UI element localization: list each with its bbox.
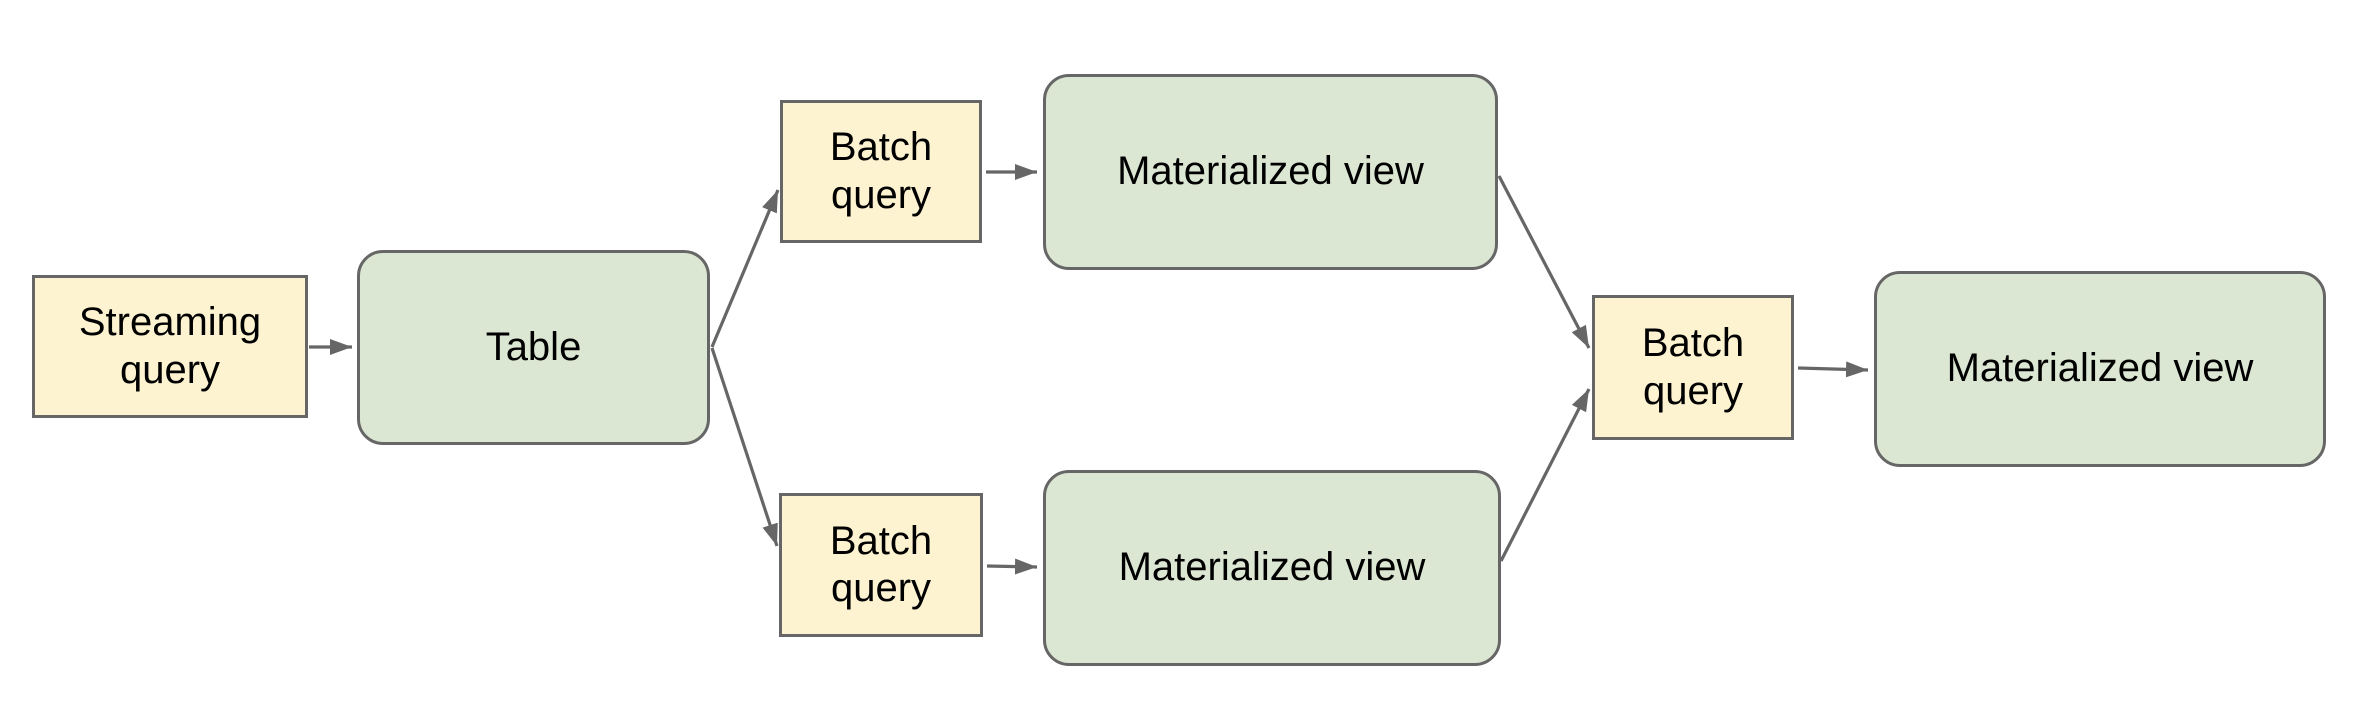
- node-batch-query-bottom-label: Batch query: [829, 518, 933, 610]
- node-materialized-view-top: Materialized view: [1043, 74, 1498, 270]
- node-table: Table: [357, 250, 710, 445]
- node-materialized-view-final: Materialized view: [1874, 271, 2326, 467]
- node-batch-query-bottom: Batch query: [779, 493, 983, 637]
- edge-materialized-view-bottom-to-batch-query-final-arrow: [1499, 388, 1591, 562]
- edge-table-to-batch-query-bottom-arrow: [710, 347, 779, 547]
- node-table-label: Table: [485, 324, 582, 369]
- edge-table-to-batch-query-top-arrow: [710, 189, 780, 348]
- node-batch-query-final: Batch query: [1592, 295, 1794, 440]
- edge-batch-query-final-to-materialized-view-final-arrow: [1797, 361, 1869, 378]
- node-materialized-view-bottom-label: Materialized view: [1118, 545, 1426, 590]
- node-streaming-query-label: Streaming query: [78, 300, 262, 392]
- node-batch-query-top-label: Batch query: [829, 125, 933, 217]
- node-streaming-query: Streaming query: [32, 275, 308, 418]
- node-materialized-view-bottom: Materialized view: [1043, 470, 1501, 666]
- edge-batch-query-bottom-to-materialized-view-bottom-arrow: [986, 558, 1038, 575]
- node-batch-query-top: Batch query: [780, 100, 982, 243]
- node-materialized-view-final-label: Materialized view: [1946, 346, 2254, 391]
- node-materialized-view-top-label: Materialized view: [1117, 149, 1424, 194]
- edge-materialized-view-top-to-batch-query-final-arrow: [1497, 175, 1591, 349]
- node-batch-query-final-label: Batch query: [1641, 321, 1745, 413]
